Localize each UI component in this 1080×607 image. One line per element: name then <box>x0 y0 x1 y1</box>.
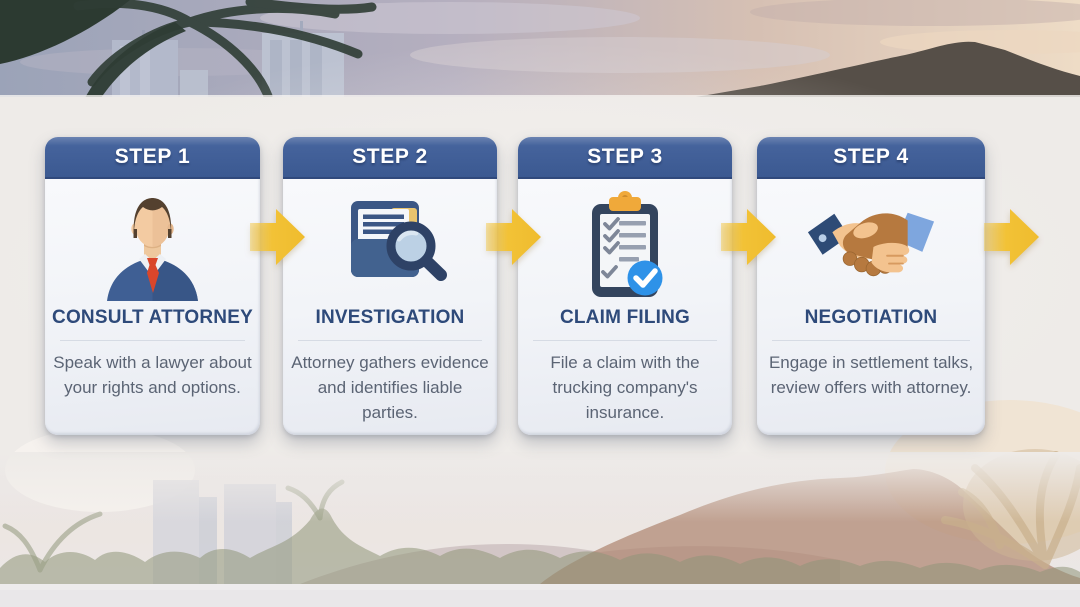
handshake-icon <box>807 212 935 277</box>
step-4-icon-area <box>757 179 985 305</box>
step-1-header: STEP 1 <box>45 137 260 179</box>
step-3-description: File a claim with the trucking company's… <box>550 353 700 422</box>
arrow-right-icon <box>486 209 541 265</box>
step-1-title: CONSULT ATTORNEY <box>52 307 253 328</box>
step-3-icon-area <box>518 179 732 305</box>
divider <box>533 340 717 341</box>
divider <box>60 340 245 341</box>
step-3-title: CLAIM FILING <box>559 307 691 328</box>
step-1-description: Speak with a lawyer about your rights an… <box>53 353 252 397</box>
divider <box>298 340 482 341</box>
step-4-description: Engage in settlement talks, review offer… <box>768 353 974 397</box>
step-2-title: INVESTIGATION <box>315 307 465 328</box>
step-card-2: STEP 2 INVESTIGATION Attorney gathers ev… <box>283 137 497 435</box>
step-2-header: STEP 2 <box>283 137 497 179</box>
step-4-header: STEP 4 <box>757 137 985 179</box>
step-1-icon-area <box>45 179 260 305</box>
arrow-right-icon <box>250 209 305 265</box>
step-card-3: STEP 3 <box>518 137 732 435</box>
step-card-4: STEP 4 <box>757 137 985 435</box>
clipboard-checklist-icon <box>592 191 663 297</box>
step-2-header-label: STEP 2 <box>352 145 428 168</box>
step-card-1: STEP 1 CONSULT ATTORNEY Speak wi <box>45 137 260 435</box>
step-3-header-label: STEP 3 <box>587 145 663 168</box>
arrow-right-icon <box>984 209 1039 265</box>
arrow-right-icon <box>721 209 776 265</box>
step-2-icon-area <box>283 179 497 305</box>
folder-magnifier-icon <box>351 201 447 281</box>
step-2-description: Attorney gathers evidence and identifies… <box>291 353 489 422</box>
divider <box>772 340 970 341</box>
step-4-header-label: STEP 4 <box>833 145 909 168</box>
step-3-header: STEP 3 <box>518 137 732 179</box>
step-4-title: NEGOTIATION <box>804 307 938 328</box>
attorney-person-icon <box>107 198 198 301</box>
step-1-header-label: STEP 1 <box>114 145 191 168</box>
